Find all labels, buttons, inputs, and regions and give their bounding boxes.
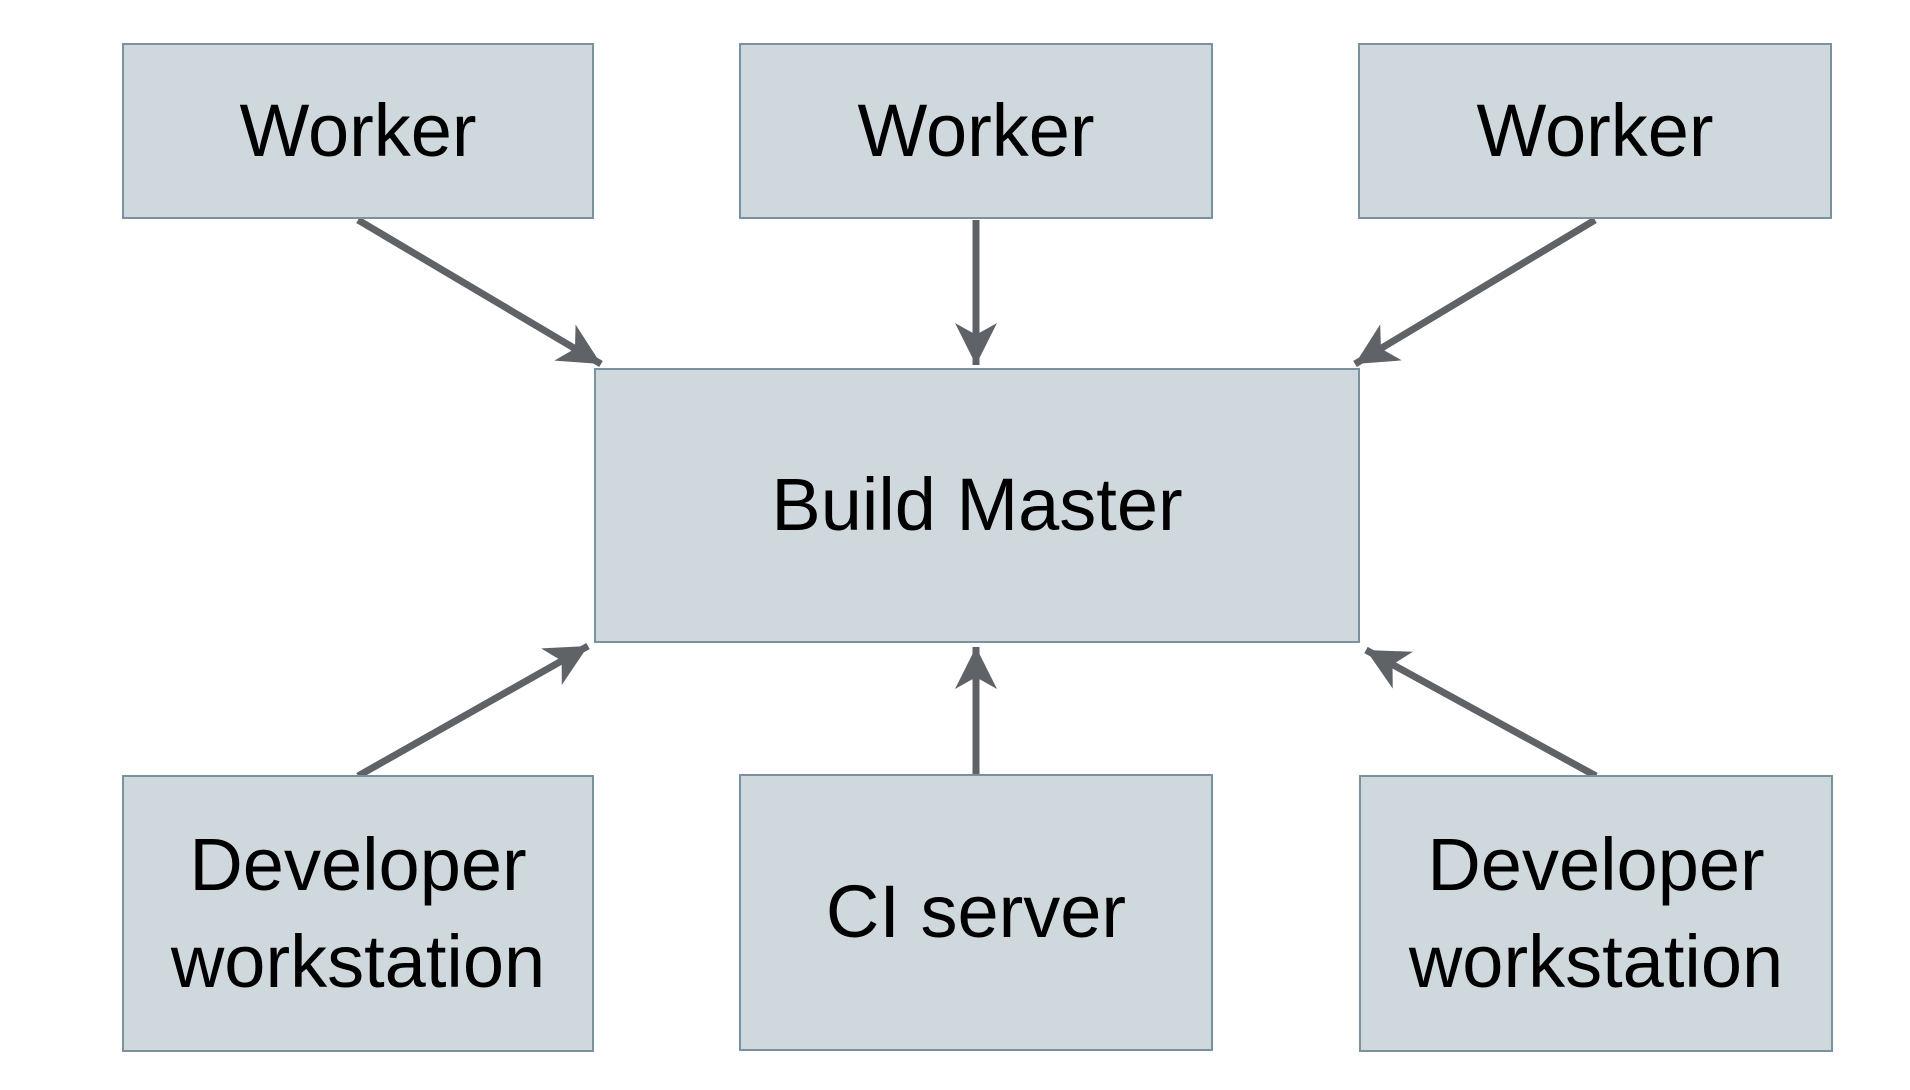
node-dev-workstation-right-label: Developer workstation [1408, 823, 1784, 1003]
node-build-master-label: Build Master [771, 463, 1183, 547]
edge-worker-1-to-build-master [356, 216, 603, 368]
node-dev-workstation-left-label: Developer workstation [170, 823, 546, 1003]
node-worker-2: Worker [739, 43, 1213, 219]
node-dev-workstation-right: Developer workstation [1359, 775, 1833, 1052]
node-build-master: Build Master [594, 368, 1360, 643]
node-worker-1: Worker [122, 43, 594, 219]
node-worker-1-label: Worker [239, 88, 477, 172]
node-worker-3-label: Worker [1476, 88, 1714, 172]
node-worker-2-label: Worker [857, 88, 1095, 172]
node-ci-server: CI server [739, 774, 1213, 1051]
node-dev-workstation-left: Developer workstation [122, 775, 594, 1052]
edge-worker-3-to-build-master [1353, 216, 1597, 368]
node-worker-3: Worker [1358, 43, 1832, 219]
edge-dev-workstation-right-to-build-master [1364, 646, 1598, 780]
node-ci-server-label: CI server [825, 870, 1127, 954]
edge-dev-workstation-left-to-build-master [356, 642, 590, 780]
